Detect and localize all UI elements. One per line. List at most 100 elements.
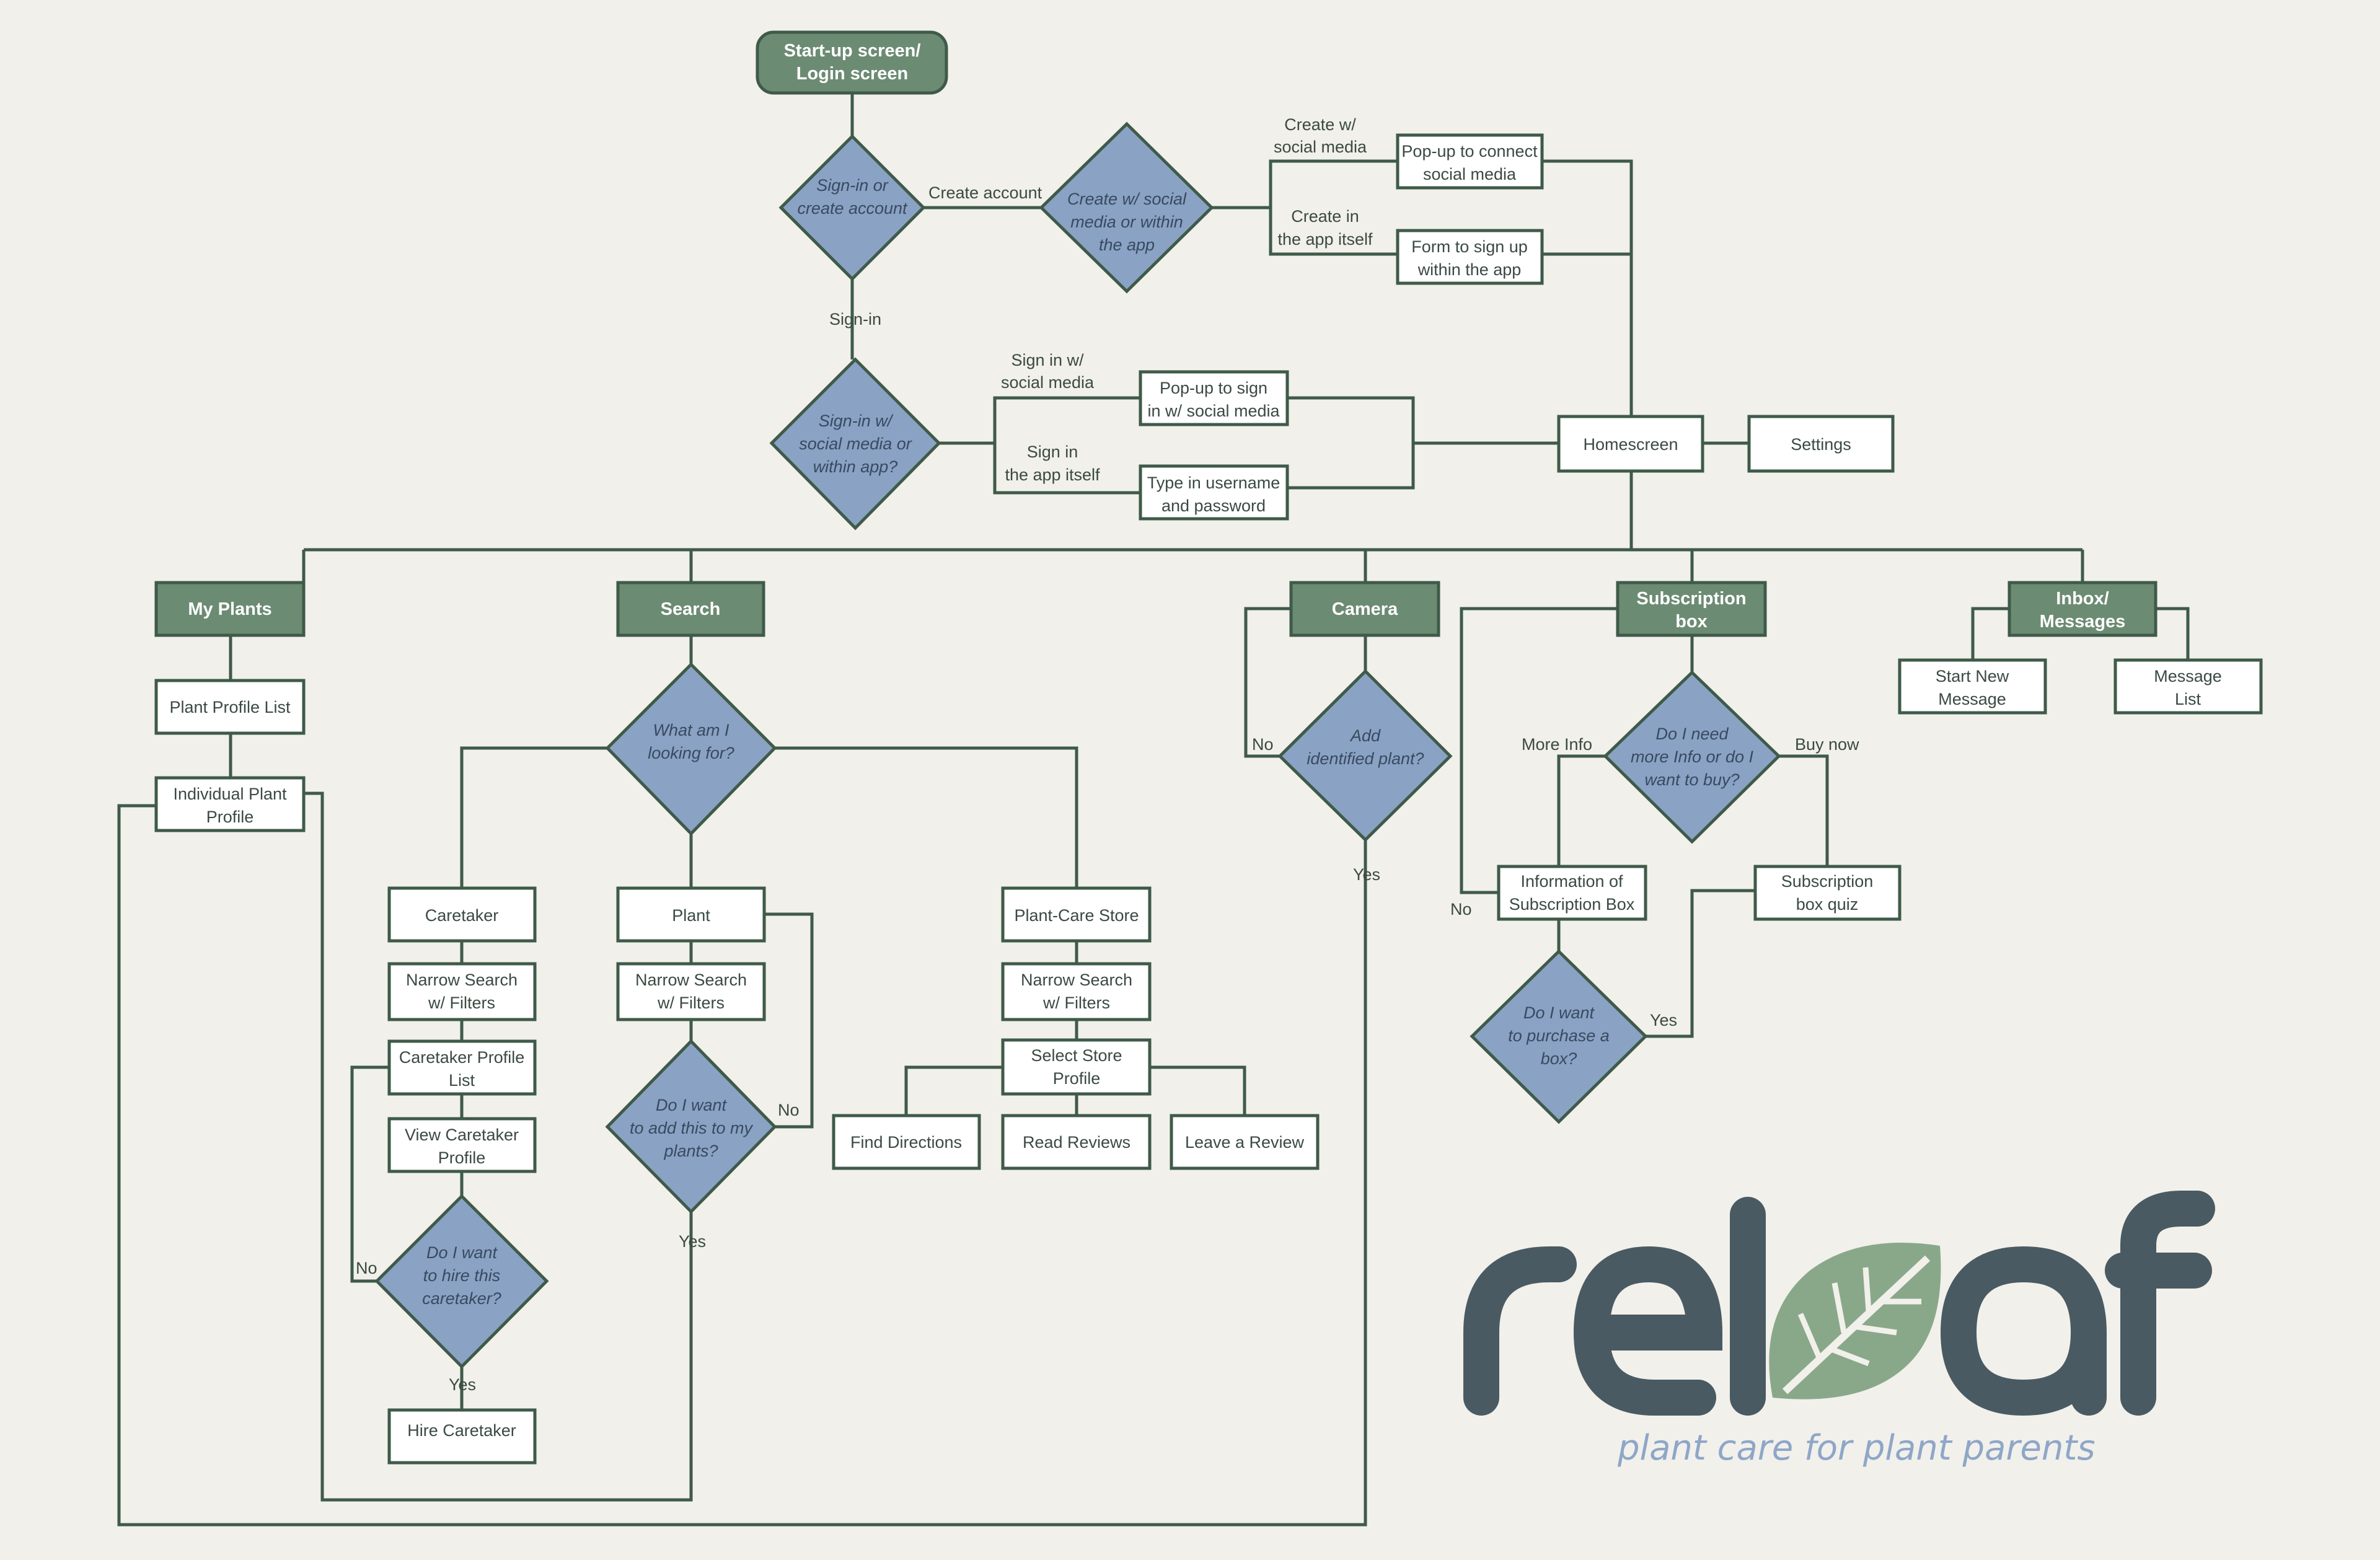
edge-label-more-info: More Info [1522,735,1592,754]
section-my-plants: My Plants [154,581,306,637]
box-read-reviews: Read Reviews [1001,1114,1152,1170]
edge-label-sign-in: Sign-in [829,310,881,328]
logo-tagline: plant care for plant parents [1617,1428,2096,1468]
svg-text:Read Reviews: Read Reviews [1023,1133,1130,1152]
edge-label-signin-social: Sign in w/social media [1001,351,1095,392]
section-inbox-messages: Inbox/Messages [2008,581,2157,637]
svg-text:Caretaker: Caretaker [425,906,499,925]
edge-label-camera-no: No [1252,735,1274,754]
svg-text:Plant-Care Store: Plant-Care Store [1014,906,1139,925]
box-find-directions: Find Directions [832,1114,981,1170]
edge-label-hire-no: No [356,1259,377,1277]
svg-text:Homescreen: Homescreen [1583,435,1678,454]
svg-text:Search: Search [661,599,721,619]
logo-letter-e [1573,1246,1723,1416]
svg-text:Camera: Camera [1332,599,1398,619]
connector-lines [117,93,2190,1527]
edge-label-camera-yes: Yes [1353,865,1380,884]
svg-text:Settings: Settings [1791,435,1851,454]
edge-label-subscription-no: No [1450,900,1472,919]
edge-label-add-no: No [778,1101,800,1119]
svg-text:Find Directions: Find Directions [850,1133,962,1152]
releaf-logo: plant care for plant parents [1463,1191,2215,1468]
start-node: Start-up screen/Login screen [756,30,948,95]
edge-label-buy-now: Buy now [1795,735,1859,754]
box-hire-caretaker: Hire Caretaker [387,1408,537,1465]
edge-label-hire-yes: Yes [449,1375,476,1394]
leaf-icon [1769,1243,1941,1399]
svg-text:Plant Profile List: Plant Profile List [169,698,291,716]
box-plant: Plant [616,886,766,943]
edge-label-add-yes: Yes [679,1232,706,1251]
svg-text:Inbox/Messages: Inbox/Messages [2040,589,2126,632]
svg-text:My Plants: My Plants [188,599,271,619]
box-homescreen: Homescreen [1557,415,1704,473]
edge-label-create-account: Create account [928,183,1042,202]
logo-letter-a [1940,1246,2107,1416]
logo-letter-r [1463,1246,1577,1416]
box-settings: Settings [1747,415,1895,473]
edge-label-create-social: Create w/social media [1274,115,1367,156]
svg-text:Plant: Plant [672,906,710,925]
box-leave-review: Leave a Review [1170,1114,1320,1170]
section-search: Search [616,581,765,637]
section-camera: Camera [1289,581,1440,637]
box-caretaker: Caretaker [387,886,537,943]
svg-text:Hire Caretaker: Hire Caretaker [407,1421,516,1440]
svg-text:Start-up screen/Login screen: Start-up screen/Login screen [784,41,921,84]
svg-text:Leave a Review: Leave a Review [1185,1133,1305,1152]
edge-label-purchase-yes: Yes [1650,1011,1677,1029]
